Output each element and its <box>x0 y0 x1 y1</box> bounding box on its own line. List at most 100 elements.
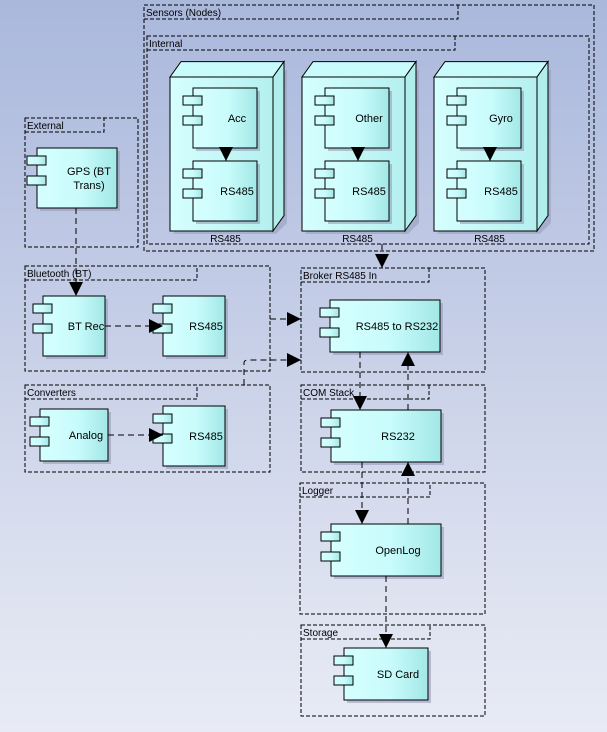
component-label: SD Card <box>377 669 419 681</box>
component-label: Gyro <box>489 113 513 125</box>
component-port-icon <box>314 115 335 126</box>
component-label: RS485 to RS232 <box>356 321 439 333</box>
component-port-icon <box>314 188 335 199</box>
component-label: RS485 <box>220 186 254 198</box>
component-port-icon <box>182 168 203 179</box>
boundary-com-stack[interactable]: COM Stack <box>300 384 486 473</box>
component-rs485-to-rs232[interactable]: RS485 to RS232 <box>319 299 443 355</box>
component-port-icon <box>152 413 173 424</box>
component-rs232[interactable]: RS232 <box>320 409 444 465</box>
component-body <box>324 87 390 149</box>
boundary-label: Sensors (Nodes) <box>146 8 221 19</box>
component-port-icon <box>29 436 50 447</box>
node-top-face <box>169 61 285 78</box>
component-port-icon <box>182 188 203 199</box>
boundary-label: External <box>27 121 64 132</box>
component-port-icon <box>314 95 335 106</box>
boundary-label: Broker RS485 In <box>303 271 377 282</box>
boundary-label: Converters <box>27 388 76 399</box>
boundary-sensors[interactable]: Sensors (Nodes) <box>143 4 595 252</box>
component-port-icon <box>182 95 203 106</box>
component-label: Acc <box>228 113 247 125</box>
component-port-icon <box>320 417 341 428</box>
component-label: RS485 <box>189 431 223 443</box>
component-label: Other <box>355 113 383 125</box>
component-port-icon <box>29 416 50 427</box>
node-side-face <box>536 60 549 233</box>
component-body <box>39 408 109 462</box>
component-rs485[interactable]: RS485 <box>314 160 392 224</box>
component-body <box>192 87 258 149</box>
component-label: RS485 <box>352 186 386 198</box>
boundary-label: Bluetooth (BT) <box>27 269 91 280</box>
component-port-icon <box>446 188 467 199</box>
component-port-icon <box>152 303 173 314</box>
component-body <box>192 160 258 222</box>
component-body <box>36 147 118 209</box>
component-body <box>324 160 390 222</box>
component-body <box>330 409 442 463</box>
component-converter-rs485[interactable]: RS485 <box>152 405 228 469</box>
component-port-icon <box>320 551 341 562</box>
component-port-icon <box>446 95 467 106</box>
component-body <box>162 405 226 467</box>
component-port-icon <box>333 675 354 686</box>
component-label: GPS (BT <box>67 166 111 178</box>
component-acc[interactable]: Acc <box>182 87 260 151</box>
boundary-broker[interactable]: Broker RS485 In <box>300 267 486 373</box>
component-body <box>330 523 442 577</box>
component-port-icon <box>320 437 341 448</box>
component-body <box>343 647 429 701</box>
component-sd-card[interactable]: SD Card <box>333 647 431 703</box>
component-port-icon <box>26 155 47 166</box>
component-port-icon <box>320 531 341 542</box>
component-analog[interactable]: Analog <box>29 408 111 464</box>
component-openlog[interactable]: OpenLog <box>320 523 444 579</box>
boundary-label: Storage <box>303 628 338 639</box>
component-rs485[interactable]: RS485 <box>182 160 260 224</box>
component-body <box>456 160 522 222</box>
boundary-internal[interactable]: Internal <box>146 35 590 245</box>
component-label: Analog <box>69 430 103 442</box>
node-side-face <box>404 60 417 233</box>
boundary-converters[interactable]: Converters <box>24 384 271 473</box>
component-bt-rs485[interactable]: RS485 <box>152 295 228 359</box>
boundary-label: Logger <box>302 486 334 497</box>
boundary-label: COM Stack <box>303 388 355 399</box>
component-label: Trans) <box>73 180 104 192</box>
component-port-icon <box>319 307 340 318</box>
connector-converters-to-broker[interactable] <box>243 353 301 385</box>
component-body <box>329 299 441 353</box>
component-port-icon <box>26 175 47 186</box>
node-label: RS485 <box>210 234 241 245</box>
component-label: BT Rec <box>68 321 105 333</box>
component-label: OpenLog <box>375 545 420 557</box>
component-port-icon <box>333 655 354 666</box>
component-gyro[interactable]: Gyro <box>446 87 524 151</box>
component-label: RS485 <box>189 321 223 333</box>
boundary-storage[interactable]: Storage <box>300 624 486 717</box>
node-label: RS485 <box>342 234 373 245</box>
component-port-icon <box>152 323 173 334</box>
component-rs485[interactable]: RS485 <box>446 160 524 224</box>
component-port-icon <box>446 115 467 126</box>
node-label: RS485 <box>474 234 505 245</box>
boundary-label: Internal <box>149 39 182 50</box>
component-bt-rec[interactable]: BT Rec <box>32 295 108 359</box>
component-label: RS485 <box>484 186 518 198</box>
component-port-icon <box>32 323 53 334</box>
component-port-icon <box>319 327 340 338</box>
component-other[interactable]: Other <box>314 87 392 151</box>
component-port-icon <box>32 303 53 314</box>
component-port-icon <box>314 168 335 179</box>
boundary-external[interactable]: External <box>24 117 139 248</box>
component-gps[interactable]: GPS (BT Trans) <box>26 147 120 211</box>
node-top-face <box>301 61 417 78</box>
node-side-face <box>272 60 285 233</box>
component-port-icon <box>446 168 467 179</box>
component-label: RS232 <box>381 431 415 443</box>
boundary-logger[interactable]: Logger <box>299 482 486 615</box>
component-body <box>162 295 226 357</box>
node-top-face <box>433 61 549 78</box>
